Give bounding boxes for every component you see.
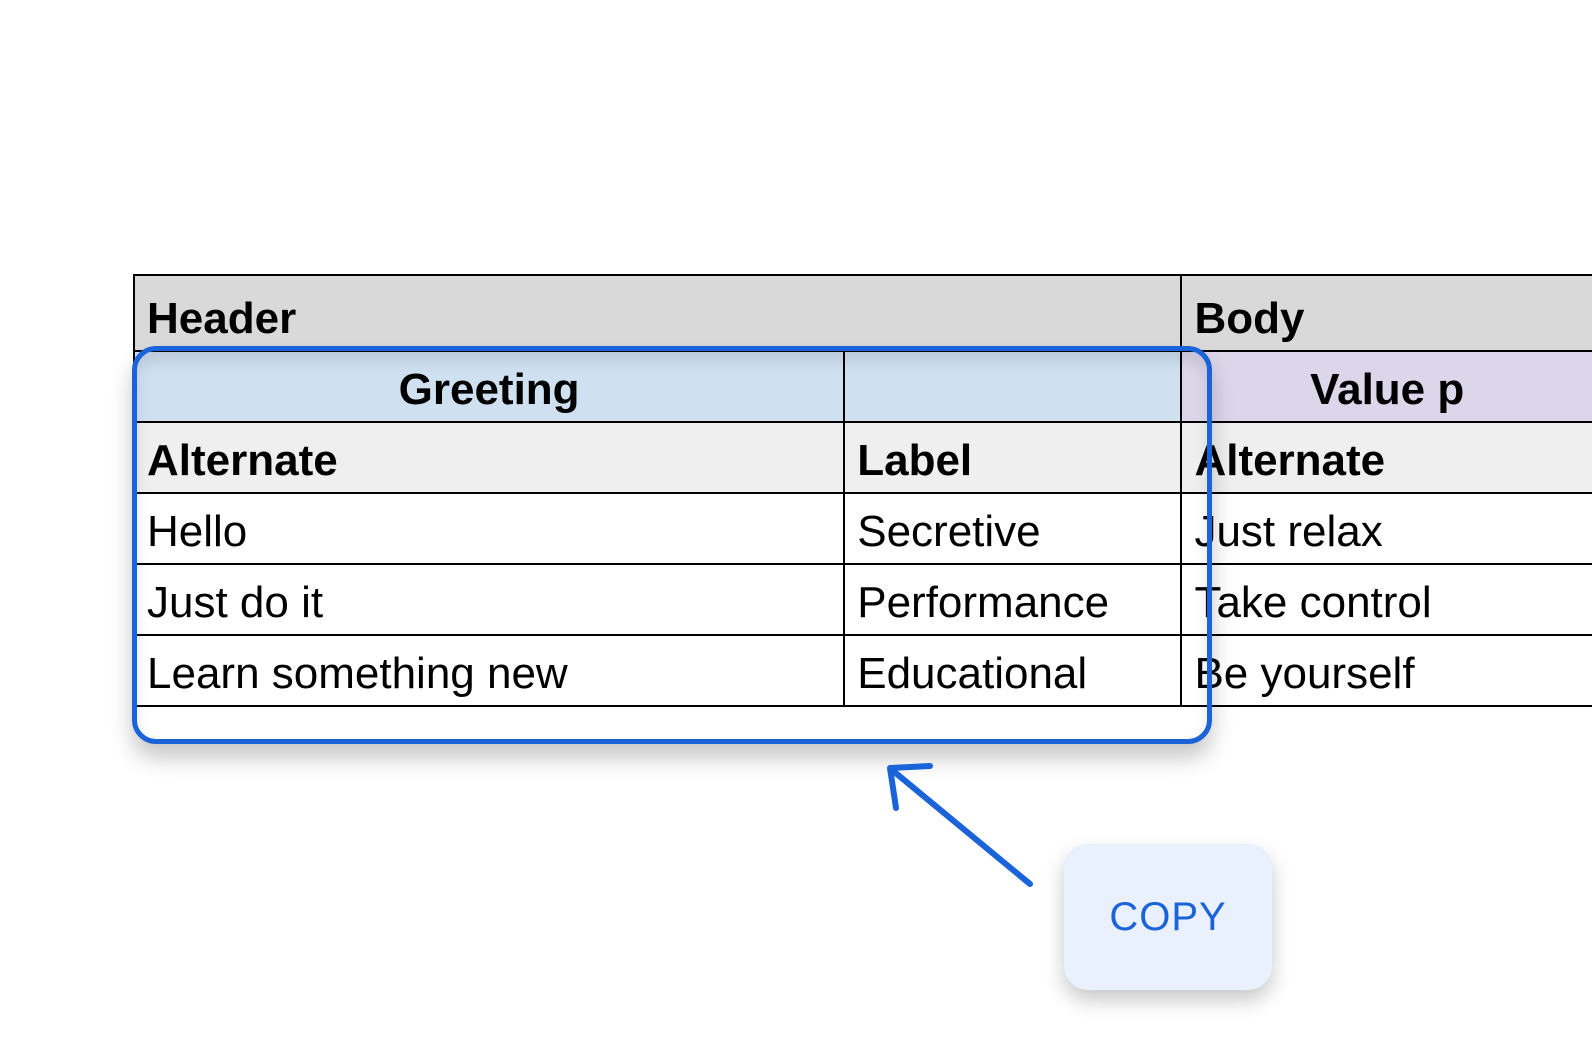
arrow-up-left-icon	[887, 763, 1033, 887]
table-row: Learn something new Educational Be yours…	[132, 634, 1592, 707]
cell-alternate-header[interactable]: Alternate	[132, 421, 846, 494]
table-row: Hello Secretive Just relax	[132, 492, 1592, 565]
cell-alternate[interactable]: Hello	[132, 492, 846, 565]
table-row-header: Header Body	[132, 274, 1592, 352]
cell-header[interactable]: Header	[132, 274, 1183, 352]
cell-alternate2[interactable]: Be yourself	[1180, 634, 1592, 707]
cell-label[interactable]: Secretive	[843, 492, 1183, 565]
cell-alternate2[interactable]: Take control	[1180, 563, 1592, 636]
cell-alternate[interactable]: Learn something new	[132, 634, 846, 707]
copy-button[interactable]: COPY	[1064, 844, 1272, 990]
cell-empty[interactable]	[843, 350, 1183, 423]
cell-label[interactable]: Performance	[843, 563, 1183, 636]
cell-label-header[interactable]: Label	[843, 421, 1183, 494]
table-row-group: Greeting Value p	[132, 350, 1592, 423]
cell-greeting[interactable]: Greeting	[132, 350, 846, 423]
table-row-subheader: Alternate Label Alternate	[132, 421, 1592, 494]
cell-body[interactable]: Body	[1180, 274, 1592, 352]
cell-alternate[interactable]: Just do it	[132, 563, 846, 636]
cell-label[interactable]: Educational	[843, 634, 1183, 707]
table-row: Just do it Performance Take control	[132, 563, 1592, 636]
cell-alternate2-header[interactable]: Alternate	[1180, 421, 1592, 494]
spreadsheet-table: Header Body Greeting Value p Alternate L…	[132, 274, 1592, 707]
cell-alternate2[interactable]: Just relax	[1180, 492, 1592, 565]
cell-value[interactable]: Value p	[1180, 350, 1592, 423]
